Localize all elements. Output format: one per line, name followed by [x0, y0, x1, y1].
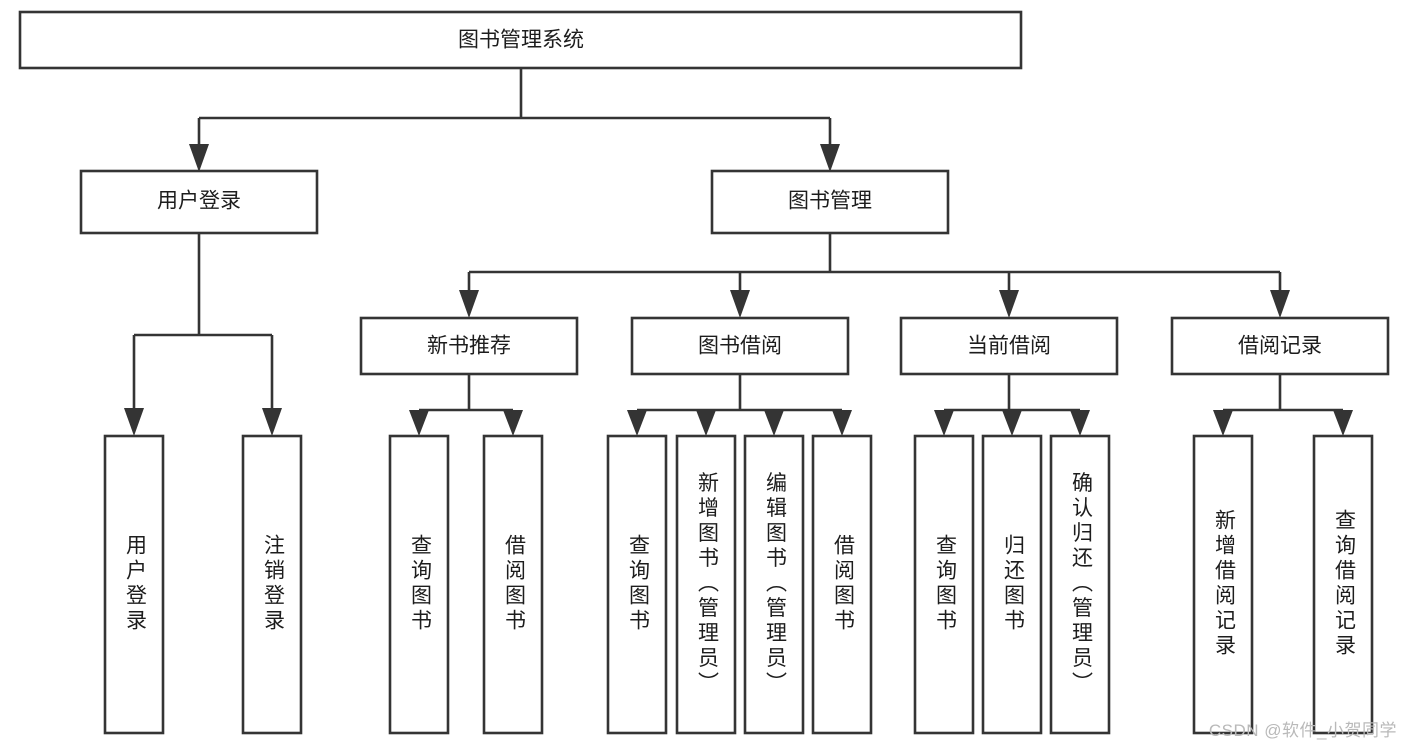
- leaf-label: 用户登录: [123, 534, 147, 634]
- arrow-head-leaf-user-login: [124, 408, 144, 436]
- node-current-borrow-box[interactable]: [899, 316, 1119, 376]
- leaf-box[interactable]: [811, 434, 873, 735]
- arrow-head-nb-leaf-1: [409, 410, 429, 436]
- leaf-box[interactable]: [743, 434, 805, 735]
- leaf-node[interactable]: 用户登录: [103, 434, 165, 735]
- leaf-node[interactable]: 编辑图书（管理员）: [743, 434, 805, 735]
- node-book-management[interactable]: 图书管理: [710, 169, 950, 235]
- node-new-book-recommend-label: 新书推荐: [427, 335, 511, 358]
- leaf-label: 编辑图书（管理员）: [763, 472, 787, 697]
- leaf-label: 归还图书: [1001, 534, 1025, 634]
- leaf-box[interactable]: [913, 434, 975, 735]
- leaf-label: 查询图书: [408, 534, 432, 634]
- node-borrow-record-label: 借阅记录: [1238, 335, 1322, 358]
- arrow-head-cb-leaf-1: [934, 410, 954, 436]
- arrow-head-user-login: [189, 144, 209, 172]
- node-user-login[interactable]: 用户登录: [79, 169, 319, 235]
- arrow-head-br-leaf-2: [1333, 410, 1353, 436]
- leaf-node[interactable]: 归还图书: [981, 434, 1043, 735]
- arrow-head-book-borrow: [730, 290, 750, 318]
- leaf-label: 查询借阅记录: [1332, 509, 1356, 659]
- leaf-node[interactable]: 查询图书: [913, 434, 975, 735]
- arrow-head-cb-leaf-2: [1002, 410, 1022, 436]
- leaf-node[interactable]: 新增图书（管理员）: [675, 434, 737, 735]
- node-book-management-label: 图书管理: [788, 190, 872, 213]
- node-borrow-record-box[interactable]: [1170, 316, 1390, 376]
- node-root-label: 图书管理系统: [458, 29, 584, 52]
- leaf-node[interactable]: 查询借阅记录: [1312, 434, 1374, 735]
- node-root[interactable]: 图书管理系统: [18, 10, 1023, 70]
- leaf-box[interactable]: [103, 434, 165, 735]
- leaf-label: 借阅图书: [831, 534, 855, 634]
- arrow-head-bb-leaf-2: [696, 410, 716, 436]
- leaf-label: 新增图书（管理员）: [695, 472, 719, 697]
- node-book-borrow-label: 图书借阅: [698, 335, 782, 358]
- arrow-head-current-borrow: [999, 290, 1019, 318]
- leaf-node[interactable]: 借阅图书: [482, 434, 544, 735]
- arrow-head-br-leaf-1: [1213, 410, 1233, 436]
- leaf-box[interactable]: [482, 434, 544, 735]
- arrow-head-bb-leaf-4: [832, 410, 852, 436]
- leaf-box[interactable]: [606, 434, 668, 735]
- leaf-box[interactable]: [675, 434, 737, 735]
- leaf-box[interactable]: [1192, 434, 1254, 735]
- node-root-box[interactable]: [18, 10, 1023, 70]
- leaf-label: 借阅图书: [502, 534, 526, 634]
- leaf-box[interactable]: [1312, 434, 1374, 735]
- edges-layer: [124, 68, 1353, 436]
- leaf-node[interactable]: 注销登录: [241, 434, 303, 735]
- leaf-label: 确认归还（管理员）: [1069, 472, 1093, 697]
- leaf-node[interactable]: 新增借阅记录: [1192, 434, 1254, 735]
- leaf-label: 查询图书: [933, 534, 957, 634]
- arrow-head-bb-leaf-1: [627, 410, 647, 436]
- leaf-label: 查询图书: [626, 534, 650, 634]
- node-new-book-recommend[interactable]: 新书推荐: [359, 316, 579, 376]
- leaf-label: 新增借阅记录: [1212, 509, 1236, 659]
- node-book-borrow[interactable]: 图书借阅: [630, 316, 850, 376]
- node-book-borrow-box[interactable]: [630, 316, 850, 376]
- node-user-login-box[interactable]: [79, 169, 319, 235]
- arrow-head-book-manage: [820, 144, 840, 172]
- node-book-management-box[interactable]: [710, 169, 950, 235]
- leaf-box[interactable]: [1049, 434, 1111, 735]
- arrow-head-bb-leaf-3: [764, 410, 784, 436]
- arrow-head-borrow-record: [1270, 290, 1290, 318]
- leaf-node[interactable]: 查询图书: [606, 434, 668, 735]
- arrow-head-nb-leaf-2: [503, 410, 523, 436]
- leaf-node[interactable]: 查询图书: [388, 434, 450, 735]
- leaf-node[interactable]: 借阅图书: [811, 434, 873, 735]
- leaf-box[interactable]: [388, 434, 450, 735]
- node-user-login-label: 用户登录: [157, 190, 241, 213]
- node-current-borrow-label: 当前借阅: [967, 335, 1051, 358]
- leaf-box[interactable]: [981, 434, 1043, 735]
- leaf-node[interactable]: 确认归还（管理员）: [1049, 434, 1111, 735]
- arrow-head-new-book: [459, 290, 479, 318]
- leaf-label: 注销登录: [261, 534, 285, 634]
- leaf-box[interactable]: [241, 434, 303, 735]
- arrow-head-leaf-logout: [262, 408, 282, 436]
- node-current-borrow[interactable]: 当前借阅: [899, 316, 1119, 376]
- node-new-book-recommend-box[interactable]: [359, 316, 579, 376]
- node-borrow-record[interactable]: 借阅记录: [1170, 316, 1390, 376]
- arrow-head-cb-leaf-3: [1070, 410, 1090, 436]
